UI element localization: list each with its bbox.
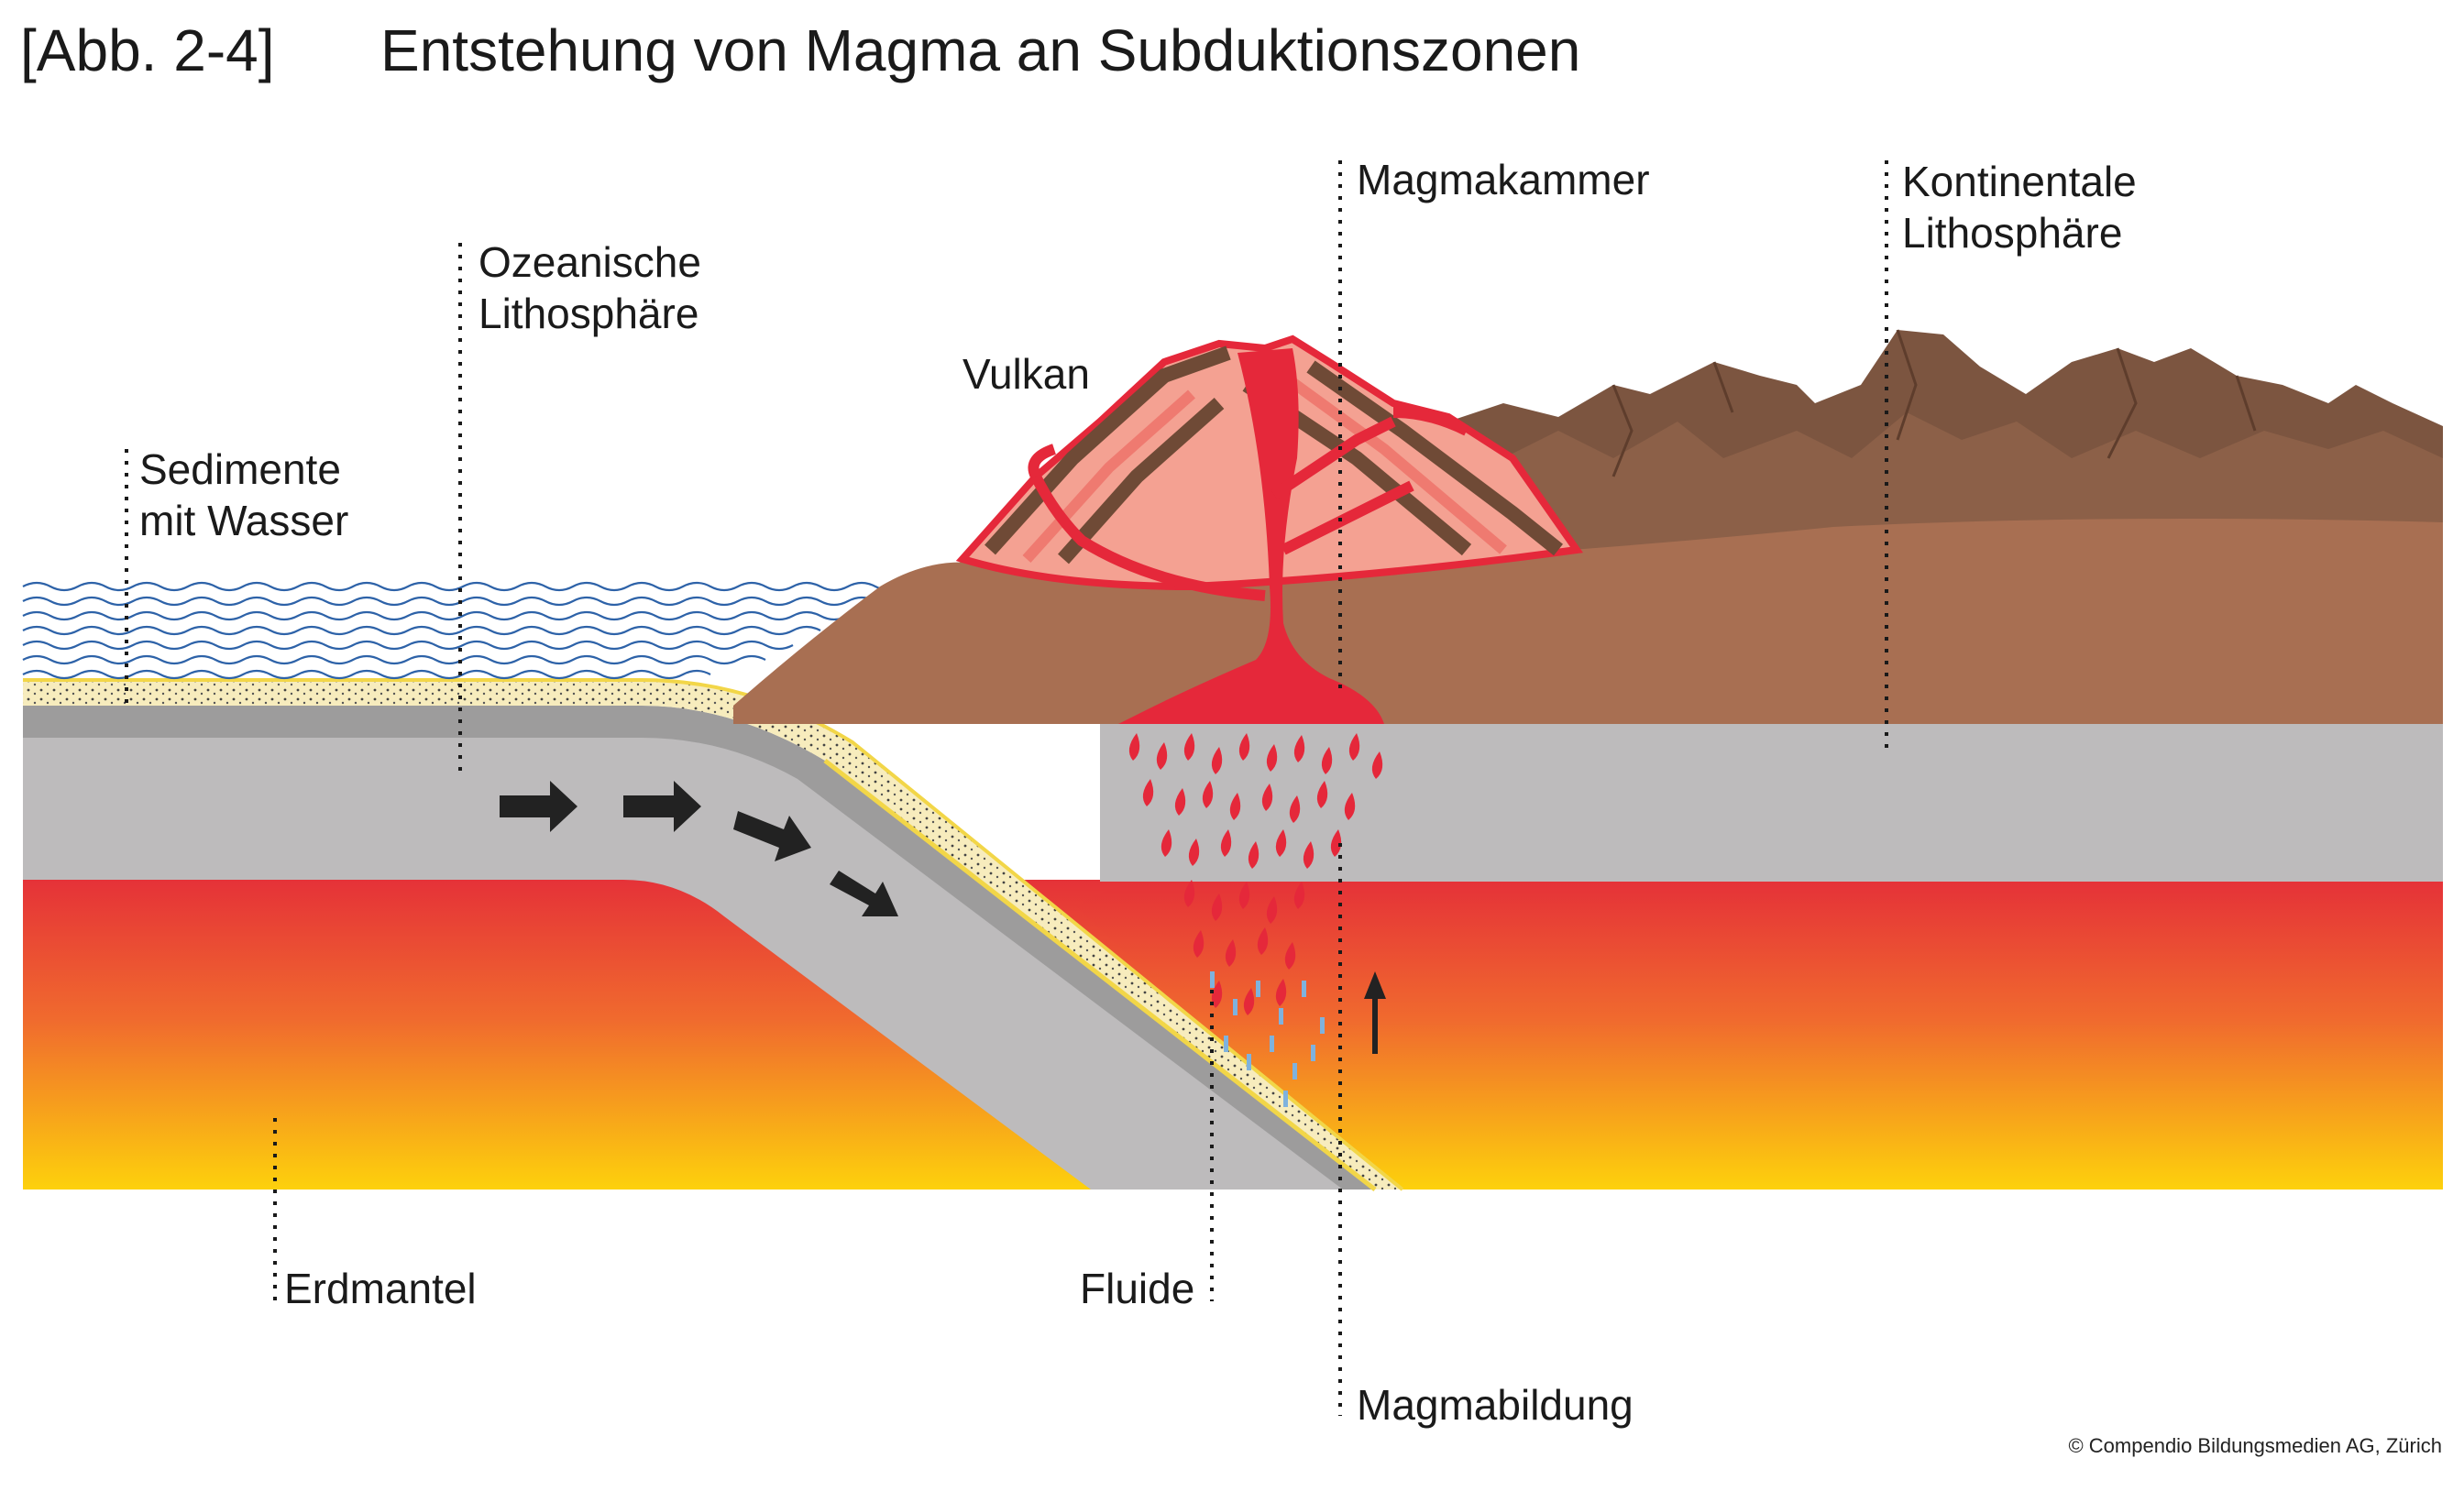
- label-fluide: Fluide: [1080, 1265, 1195, 1312]
- label-vulkan: Vulkan: [962, 350, 1090, 398]
- label-kontinentale: Kontinentale Lithosphäre: [1902, 156, 2137, 258]
- oceanic-lithosphere: [23, 706, 1393, 1190]
- label-sedimente-line2: mit Wasser: [139, 497, 349, 544]
- figure-number: [Abb. 2-4]: [20, 17, 275, 83]
- label-sedimente-line1: Sedimente: [139, 445, 341, 493]
- label-erdmantel: Erdmantel: [284, 1265, 477, 1312]
- label-kontinentale-line1: Kontinentale: [1902, 158, 2137, 205]
- label-ozeanische: Ozeanische Lithosphäre: [478, 236, 701, 339]
- rising-arrow: [1364, 971, 1386, 1054]
- label-kontinentale-line2: Lithosphäre: [1902, 209, 2123, 257]
- label-sedimente: Sedimente mit Wasser: [139, 444, 348, 546]
- label-magmabildung: Magmabildung: [1357, 1381, 1634, 1429]
- label-magmakammer: Magmakammer: [1357, 156, 1650, 203]
- label-ozeanische-line1: Ozeanische: [478, 238, 701, 286]
- leader-lines: [125, 160, 1888, 1416]
- copyright-notice: © Compendio Bildungsmedien AG, Zürich: [2068, 1434, 2442, 1457]
- magma-drops: [1128, 733, 1383, 1015]
- mantle-wedge: [1077, 882, 2443, 1190]
- fluid-drops: [1210, 971, 1325, 1107]
- label-ozeanische-line2: Lithosphäre: [478, 290, 699, 337]
- figure-title: Entstehung von Magma an Subduktionszonen: [380, 17, 1581, 83]
- ocean-water: [22, 581, 904, 680]
- subduction-arrows: [500, 781, 898, 916]
